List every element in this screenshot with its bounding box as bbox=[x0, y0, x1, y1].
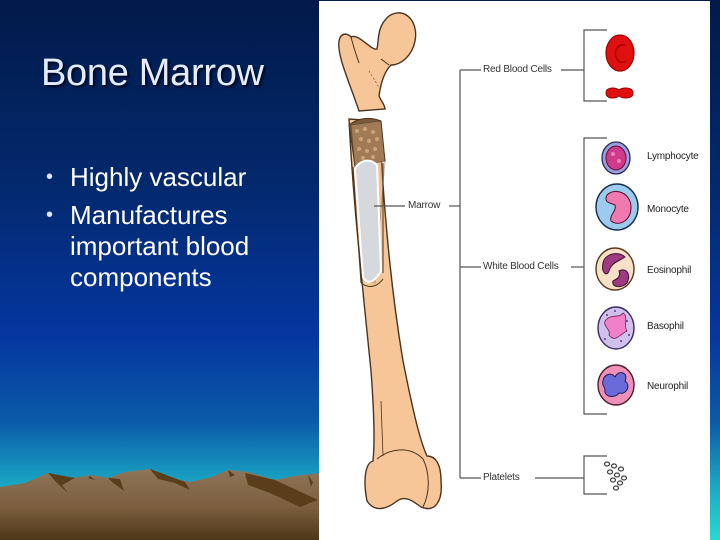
lymphocyte-label: Lymphocyte bbox=[647, 151, 699, 162]
platelets-label: Platelets bbox=[481, 472, 522, 483]
eosinophil-icon bbox=[595, 247, 635, 291]
lymphocyte-icon bbox=[601, 141, 631, 175]
bullet-icon: • bbox=[46, 204, 54, 226]
neutrophil-icon bbox=[597, 364, 635, 406]
red-blood-cell-side-icon bbox=[605, 87, 634, 99]
femur-bone-icon bbox=[338, 12, 442, 510]
monocyte-icon bbox=[595, 183, 639, 231]
diagram-graphics bbox=[338, 12, 639, 510]
bullet-icon: • bbox=[46, 166, 54, 188]
bone-marrow-diagram: Marrow Red Blood Cells White Blood Cells… bbox=[319, 1, 710, 540]
bullet-item: •Manufactures important blood components bbox=[46, 200, 250, 292]
white-blood-cells-label: White Blood Cells bbox=[481, 261, 561, 272]
slide-title: Bone Marrow bbox=[41, 52, 264, 94]
basophil-label: Basophil bbox=[647, 321, 684, 332]
red-blood-cells-label: Red Blood Cells bbox=[481, 64, 554, 75]
mountains-illustration bbox=[0, 469, 320, 540]
platelets-icon bbox=[603, 461, 628, 491]
eosinophil-label: Eosinophil bbox=[647, 265, 692, 276]
red-blood-cell-icon bbox=[605, 34, 635, 72]
monocyte-label: Monocyte bbox=[647, 204, 689, 215]
marrow-label: Marrow bbox=[406, 200, 443, 211]
basophil-icon bbox=[597, 306, 635, 350]
bullet-item: •Highly vascular bbox=[46, 162, 247, 192]
neurophil-label: Neurophil bbox=[647, 381, 689, 392]
bullet-list: •Highly vascular •Manufactures important… bbox=[46, 162, 316, 300]
